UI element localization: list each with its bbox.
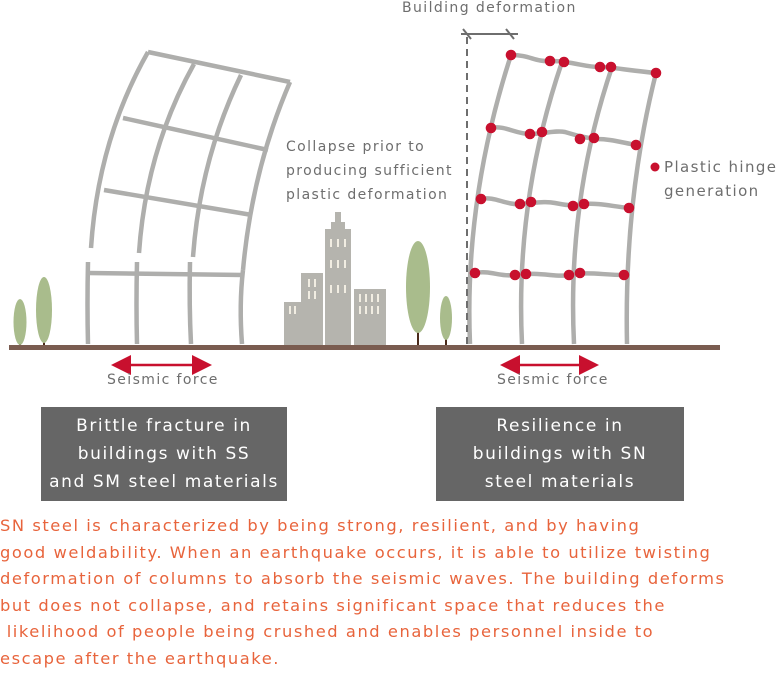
plastic-hinge-dot [485,122,497,134]
plastic-hinge-dot [578,198,590,210]
beam-wavy [480,196,630,211]
collapse-note-line: Collapse prior to [286,139,426,155]
plastic-hinge-dot [563,269,575,281]
seismic-force-label-right: Seismic force [497,372,609,388]
plastic-hinge-dot [505,49,517,61]
deformation-tick-left [462,28,472,40]
plastic-hinge-dot [588,132,600,144]
collapse-note-line: plastic deformation [286,187,449,203]
plastic-hinge-dot [630,139,642,151]
plastic-hinge-dot [574,133,586,145]
plastic-hinge-dot [650,67,662,79]
brittle-fracture-box: Brittle fracture in buildings with SS an… [41,407,287,501]
box-line: steel materials [484,472,636,492]
plastic-hinge-dot [544,55,556,67]
building-right [354,289,386,345]
plastic-hinge-dot [558,56,570,68]
tree [36,277,52,346]
plastic-hinge-dot [605,61,617,73]
plastic-hinge-dot [524,128,536,140]
description-line: escape after the earthquake. [0,648,281,668]
plastic-hinge-dot [623,202,635,214]
legend-hinge-dot [650,162,660,172]
column-ground [134,261,140,345]
collapse-note-line: producing sufficient [286,163,453,179]
deformation-tick-right [505,28,515,40]
box-line: buildings with SN [472,444,648,464]
building-windows [289,239,379,314]
building-mid [301,273,323,345]
tree [13,299,27,346]
plastic-hinges [469,49,662,281]
plastic-hinge-dot [525,196,537,208]
description-line: SN steel is characterized by being stron… [0,516,641,535]
beam-upper [103,187,253,218]
box-line: buildings with SS [77,444,251,464]
collapse-note: Collapse prior to producing sufficient p… [286,135,453,207]
plastic-hinge-dot [514,198,526,210]
plastic-hinge-dot [509,269,521,281]
box-line: Resilience in [496,416,624,436]
column-upper [136,62,196,254]
plastic-hinge-dot [574,267,586,279]
beam-wavy [474,270,625,278]
column-ground [238,269,246,345]
collapsed-building-frame [85,49,293,345]
box-line: Brittle fracture in [76,416,252,436]
description-line: deformation of columns to absorb the sei… [0,569,726,588]
legend-line: generation [664,182,760,200]
tree [440,296,452,346]
legend-line: Plastic hinge [664,158,777,176]
box-line: and SM steel materials [49,472,279,492]
beam-wavy [490,125,637,148]
plastic-hinge-dot [520,268,532,280]
plastic-hinge-dot [469,267,481,279]
plastic-hinge-dot [475,193,487,205]
column-upper [88,50,150,249]
description-paragraph: SN steel is characterized by being stron… [0,513,777,672]
trees [13,241,452,346]
description-line: but does not collapse, and retains signi… [0,595,666,615]
deformation-indicator [461,28,518,346]
ground-line [9,345,720,350]
column [624,72,659,345]
resilient-building-frame [467,52,659,345]
description-line: good weldability. When an earthquake occ… [0,542,712,562]
building-tower-spire [335,212,341,223]
plastic-hinge-legend: Plastic hinge generation [664,155,777,203]
beam-wavy [510,52,657,76]
building-deformation-label: Building deformation [402,0,577,16]
column-ground [187,261,194,345]
seismic-force-label-left: Seismic force [107,372,219,388]
beam-upper [147,49,291,85]
column-upper [190,74,244,258]
beam-ground [87,270,244,278]
resilience-box: Resilience in buildings with SN steel ma… [436,407,684,501]
tree [406,241,430,346]
city-buildings [284,212,386,345]
plastic-hinge-dot [594,61,606,73]
beam-upper [122,115,269,153]
building-tower-top [331,222,345,230]
column-ground [85,261,91,345]
column-upper [240,81,293,271]
description-line: likelihood of people being crushed and e… [0,622,655,641]
plastic-hinge-dot [567,200,579,212]
plastic-hinge-dot [618,269,630,281]
plastic-hinge-dot [536,126,548,138]
